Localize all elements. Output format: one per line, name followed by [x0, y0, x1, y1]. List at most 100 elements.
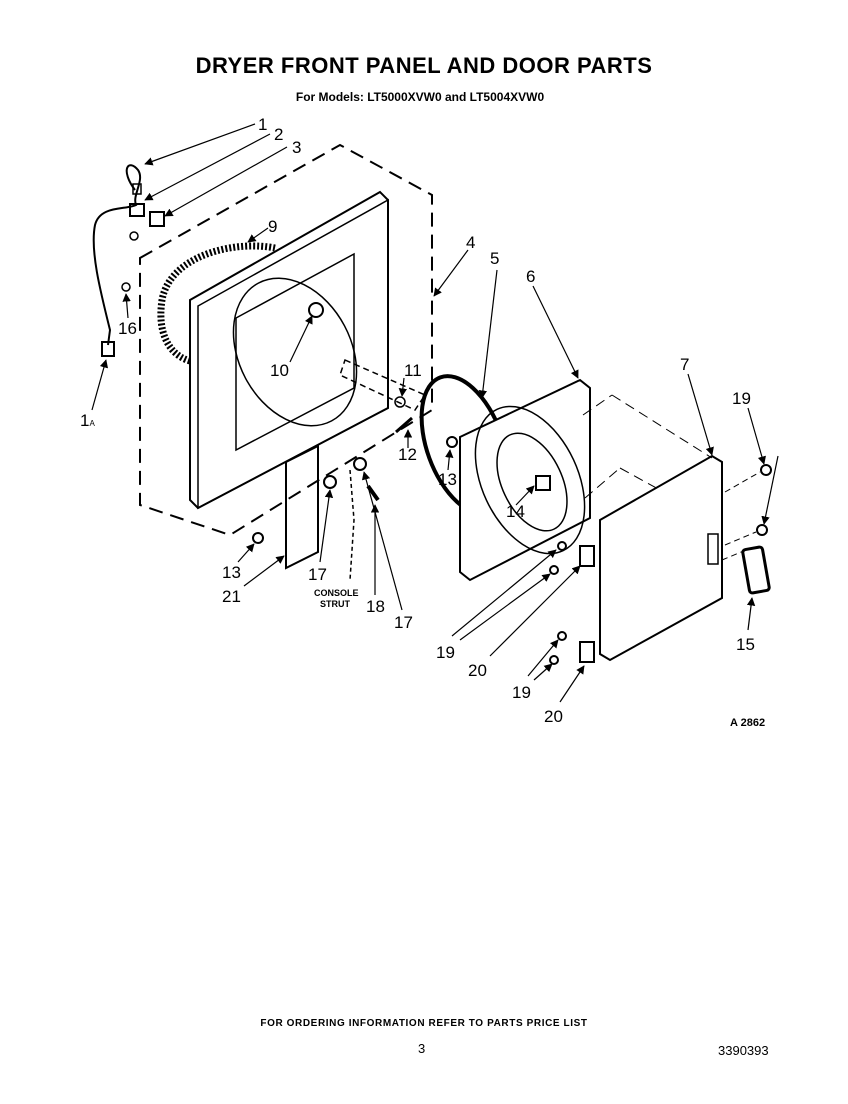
hinge-part-20b: [579, 641, 595, 663]
leader-10: [289, 315, 313, 363]
callout-13b: 13: [438, 470, 457, 489]
callout-19b: 19: [436, 643, 455, 662]
leader-6: [532, 285, 579, 379]
dash-link-6-7b: [611, 394, 713, 459]
leader-17b: [361, 471, 403, 611]
dash-screw-link-b: [724, 531, 757, 546]
bolt-part-18: [366, 484, 380, 502]
leader-20a: [489, 565, 581, 657]
callout-15: 15: [736, 635, 755, 654]
callout-4: 4: [466, 233, 475, 252]
hinge-part-20a: [579, 545, 595, 567]
dash-link-6-7d: [619, 467, 661, 491]
callout-9: 9: [268, 217, 277, 236]
callout-1: 1: [258, 115, 267, 134]
switch-bracket-part-3: [149, 211, 165, 227]
leader-2: [144, 133, 271, 201]
leader-16: [122, 293, 131, 319]
front-panel-opening: [235, 252, 355, 452]
dash-link-6-7a: [582, 394, 613, 416]
leader-1a: [91, 359, 109, 411]
leader-11: [398, 377, 408, 397]
nut-part-17b: [353, 457, 367, 471]
leader-3: [164, 146, 288, 217]
leader-5: [478, 269, 498, 399]
leader-19a2: [761, 455, 779, 525]
lint-screen-knob-part-10: [308, 302, 324, 318]
screw-part-19f: [549, 655, 559, 665]
screw-part-19b: [756, 524, 768, 536]
page-subtitle: For Models: LT5000XVW0 and LT5004XVW0: [295, 90, 545, 104]
callout-20a: 20: [468, 661, 487, 680]
cabinet-outline-dashed: [139, 143, 433, 537]
callout-5: 5: [490, 249, 499, 268]
figure-code: A 2862: [730, 717, 765, 729]
door-handle-part-15: [741, 545, 771, 595]
dash-link-6-7c: [584, 467, 621, 499]
leader-13b: [445, 449, 454, 471]
leader-21: [243, 555, 285, 587]
leader-13a: [237, 543, 255, 563]
leader-19a1: [747, 407, 766, 465]
screw-part-19c: [557, 541, 567, 551]
door-switch-part-2: [129, 203, 145, 217]
callout-6: 6: [526, 267, 535, 286]
document-number: 3390393: [718, 1043, 769, 1058]
leader-7: [687, 373, 714, 456]
callout-1a: 1A: [80, 411, 95, 430]
page-title: DRYER FRONT PANEL AND DOOR PARTS: [195, 53, 653, 78]
screw-part-19a: [760, 464, 772, 476]
console-strut: [349, 469, 355, 581]
callout-14: 14: [506, 502, 525, 521]
panel-part-21: [285, 444, 319, 570]
switch-screw: [129, 231, 139, 241]
leader-19c2: [533, 663, 553, 681]
wire-harness-part-1: [92, 164, 142, 346]
outer-door-part-7: [599, 454, 723, 662]
leader-19b1: [451, 549, 557, 637]
leader-19c1: [527, 639, 559, 677]
leader-9: [247, 227, 269, 243]
callout-21: 21: [222, 587, 241, 606]
door-catch-part-14: [535, 475, 551, 491]
front-panel-face: [197, 198, 389, 510]
hinge-bracket-part-11: [339, 358, 427, 411]
leader-19b2: [459, 573, 551, 641]
harness-plug: [132, 183, 142, 195]
leader-15: [746, 597, 756, 631]
callout-17b: 17: [394, 613, 413, 632]
callout-16: 16: [118, 319, 137, 338]
console-label-line2: STRUT: [320, 599, 350, 609]
outer-door-handle-slot: [707, 533, 719, 565]
callout-10: 10: [270, 361, 289, 380]
inner-door-part-6: [459, 378, 591, 582]
leader-4: [433, 249, 469, 297]
callout-1a-number: 1: [80, 411, 89, 430]
leader-14: [515, 485, 535, 506]
callout-3: 3: [292, 138, 301, 157]
screw-part-19d: [549, 565, 559, 575]
callout-20b: 20: [544, 707, 563, 726]
screw-part-13a: [252, 532, 264, 544]
dash-handle-link: [721, 549, 747, 561]
callout-18: 18: [366, 597, 385, 616]
console-label-line1: CONSOLE: [314, 588, 359, 598]
leader-20b: [559, 665, 585, 703]
callout-12: 12: [398, 445, 417, 464]
ordering-note: FOR ORDERING INFORMATION REFER TO PARTS …: [260, 1018, 588, 1029]
callout-7: 7: [680, 355, 689, 374]
door-opening-ring: [232, 277, 358, 427]
dash-screw-link-a: [724, 471, 761, 493]
inner-door-window-inner: [496, 432, 568, 532]
callout-11: 11: [404, 361, 422, 380]
callout-19c: 19: [512, 683, 531, 702]
screw-part-13b: [446, 436, 458, 448]
callout-1a-suffix: A: [89, 419, 95, 428]
screw-part-19e: [557, 631, 567, 641]
callout-17a: 17: [308, 565, 327, 584]
leader-17a: [319, 489, 334, 563]
callout-13a: 13: [222, 563, 241, 582]
leader-1: [144, 123, 256, 166]
clip-part-16: [121, 282, 131, 292]
